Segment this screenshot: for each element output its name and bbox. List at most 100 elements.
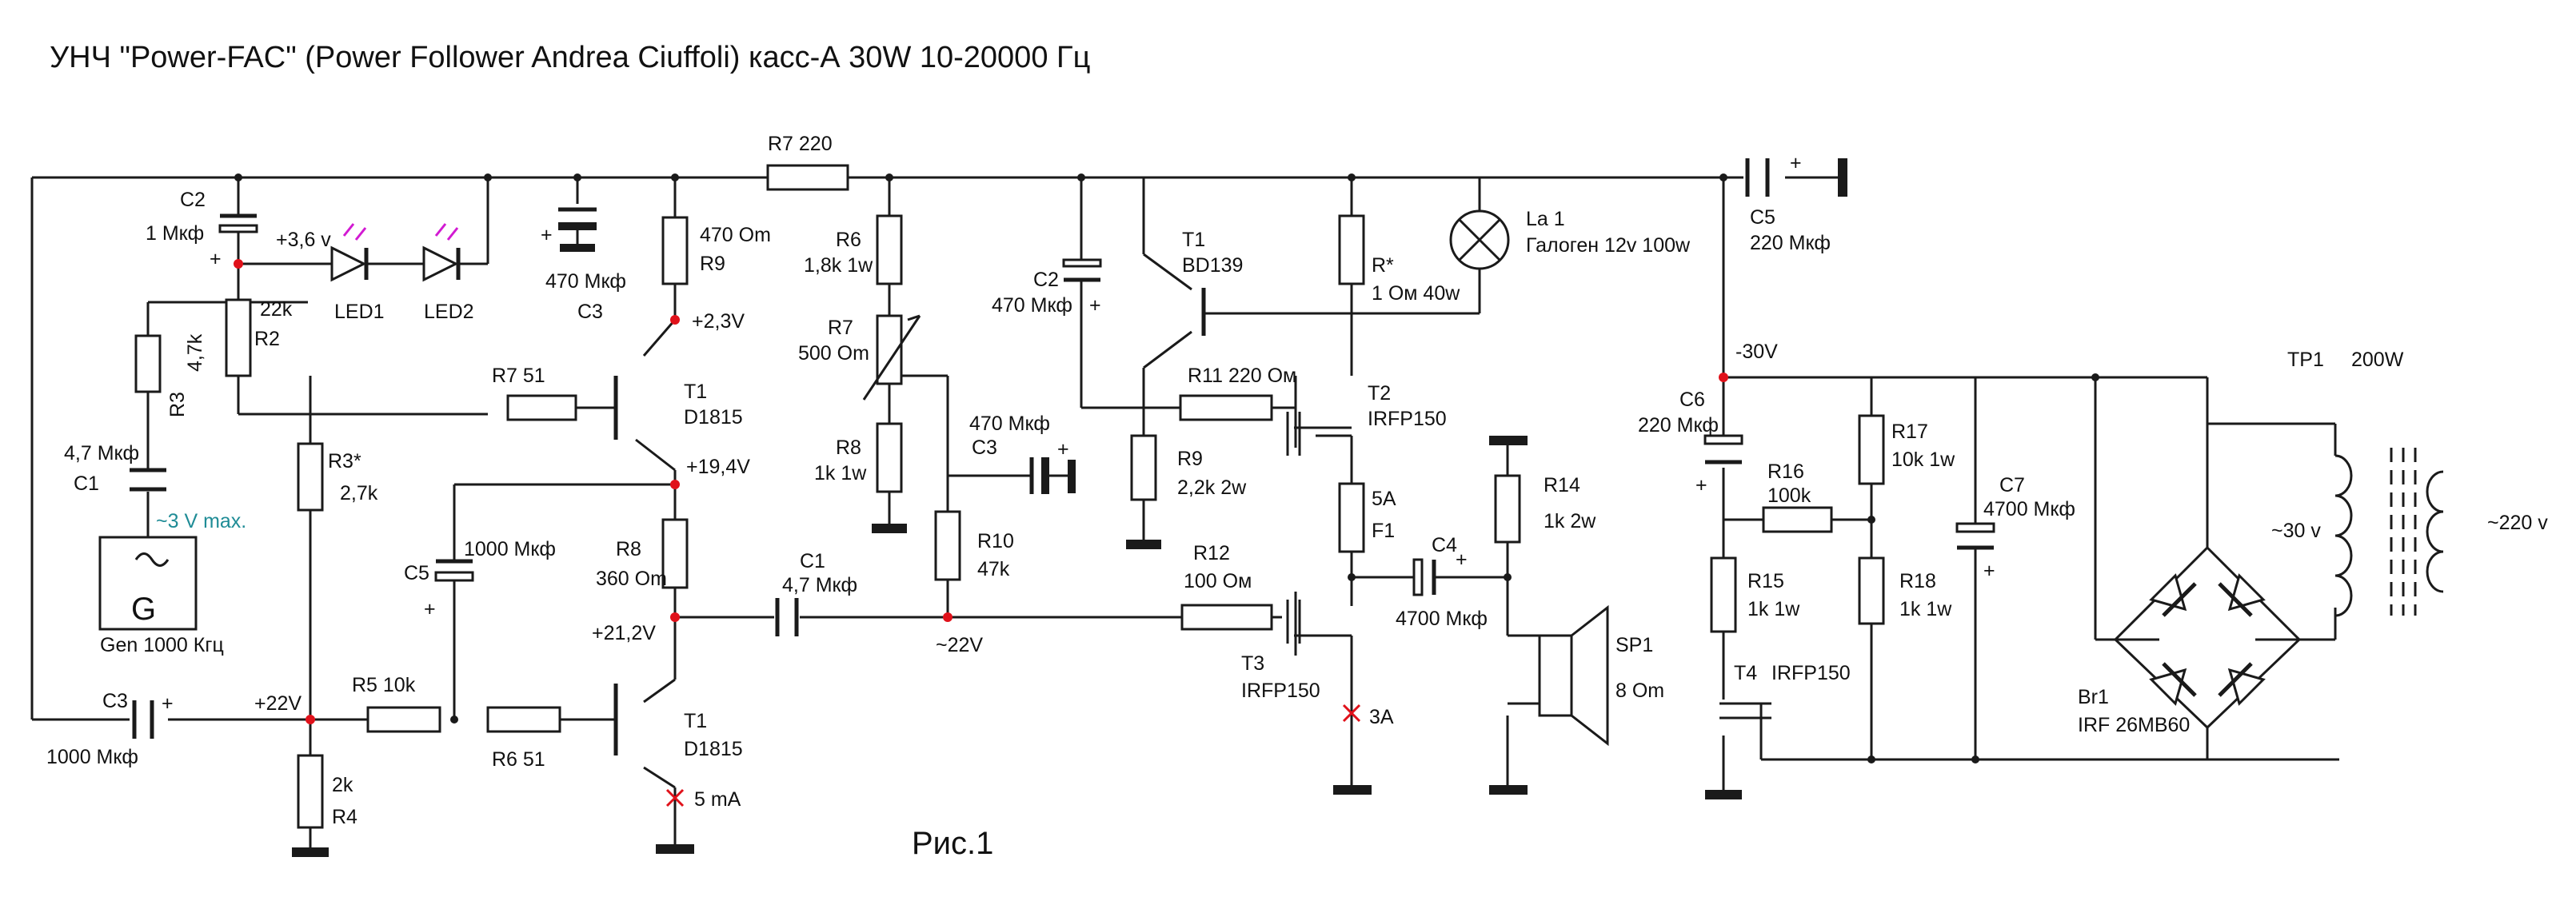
label: +	[162, 692, 174, 715]
label: 3A	[1369, 706, 1394, 728]
label: LED1	[334, 301, 385, 323]
label: 220 Мкф	[1638, 414, 1719, 437]
label: 2k	[332, 774, 353, 796]
label: C3	[577, 301, 603, 323]
label: R9	[700, 253, 725, 275]
label: 200W	[2351, 349, 2404, 371]
label: +	[541, 224, 553, 246]
label: R8	[836, 437, 861, 459]
label: R10	[977, 530, 1014, 552]
label: R11 220 Ом	[1188, 365, 1296, 387]
label: IRF 26MB60	[2078, 714, 2190, 736]
label: R7 220	[768, 133, 833, 155]
label: 4,7 Мкф	[64, 442, 139, 464]
label: +19,4V	[686, 456, 750, 478]
label: 470 Om	[700, 224, 771, 246]
label: Br1	[2078, 686, 2109, 708]
diagram-title: УНЧ "Power-FAC" (Power Follower Andrea C…	[50, 41, 1090, 74]
label: +	[210, 248, 222, 270]
label: R*	[1372, 254, 1394, 277]
label: 4700 Мкф	[1396, 608, 1488, 630]
label: R12	[1193, 542, 1230, 564]
label: G	[131, 592, 156, 627]
label: +	[1790, 152, 1802, 174]
label: +21,2V	[592, 622, 656, 644]
label: TP1	[2287, 349, 2324, 371]
label: C2	[180, 189, 206, 211]
label: +	[1983, 560, 1995, 582]
signal-generator	[98, 536, 198, 631]
label: C1	[800, 550, 825, 572]
label: T1	[1182, 229, 1205, 251]
label: C5	[1750, 206, 1775, 229]
lamp-la1	[1449, 209, 1510, 270]
label: T1	[684, 710, 707, 732]
label: +	[1089, 294, 1101, 317]
label: 22k	[260, 298, 293, 321]
label: 360 Om	[596, 568, 667, 590]
label: 1,8k 1w	[804, 254, 873, 277]
label: LED2	[424, 301, 474, 323]
label: Галоген 12v 100w	[1526, 234, 1691, 257]
label: ~3 V max.	[156, 510, 246, 532]
label: R15	[1747, 570, 1784, 592]
label: +2,3V	[692, 310, 745, 333]
label: R8	[616, 538, 641, 560]
current-test-points	[665, 704, 1361, 807]
label: 5A	[1372, 488, 1396, 510]
label: R18	[1899, 570, 1936, 592]
label: D1815	[684, 738, 743, 760]
label: BD139	[1182, 254, 1243, 277]
label: 4,7k	[184, 333, 206, 372]
label: 1k 1w	[814, 462, 867, 484]
label: R16	[1767, 460, 1804, 483]
label: 8 Om	[1615, 680, 1664, 702]
speaker-sp1	[1538, 604, 1609, 747]
label: R2	[254, 328, 280, 350]
label: R7	[828, 317, 853, 339]
label: C5	[404, 562, 429, 584]
label: F1	[1372, 520, 1395, 542]
label: La 1	[1526, 208, 1565, 230]
label: R4	[332, 806, 357, 828]
resistors	[134, 164, 1885, 829]
label: 1k 1w	[1747, 598, 1800, 620]
label: SP1	[1615, 634, 1653, 656]
label: 500 Om	[798, 342, 869, 365]
led-diodes	[330, 223, 480, 282]
label: 4700 Мкф	[1983, 498, 2075, 520]
label: R6	[836, 229, 861, 251]
label: 470 Мкф	[992, 294, 1072, 317]
label: IRFP150	[1368, 408, 1447, 430]
label: +3,6 v	[276, 229, 331, 251]
label: 47k	[977, 558, 1010, 580]
label: 100 Ом	[1184, 570, 1252, 592]
label: C3	[972, 437, 997, 459]
label: R6 51	[492, 748, 545, 771]
label: C7	[1999, 474, 2025, 496]
transistors	[613, 288, 1771, 755]
label: C2	[1033, 269, 1059, 291]
label: ~220 v	[2487, 512, 2548, 534]
label: 5 mA	[694, 788, 741, 811]
label: C6	[1679, 389, 1705, 411]
transformer-tp1	[2334, 448, 2444, 617]
label: +22V	[254, 692, 302, 715]
ground-symbols	[292, 436, 1742, 857]
junction-dots	[234, 173, 2099, 763]
label: 1 Мкф	[146, 222, 204, 245]
capacitors	[130, 158, 1995, 739]
label: 1k 1w	[1899, 598, 1952, 620]
label: 10k 1w	[1891, 448, 1955, 471]
label: T1	[684, 381, 707, 403]
label: -30V	[1735, 341, 1778, 363]
label: 4,7 Мкф	[782, 574, 857, 596]
label: T2	[1368, 382, 1391, 405]
label: 100k	[1767, 484, 1811, 507]
label: R7 51	[492, 365, 545, 387]
label: 2,7k	[340, 482, 378, 504]
label: IRFP150	[1241, 680, 1320, 702]
label: 1 Ом 40w	[1372, 282, 1460, 305]
label: T3	[1241, 652, 1264, 675]
